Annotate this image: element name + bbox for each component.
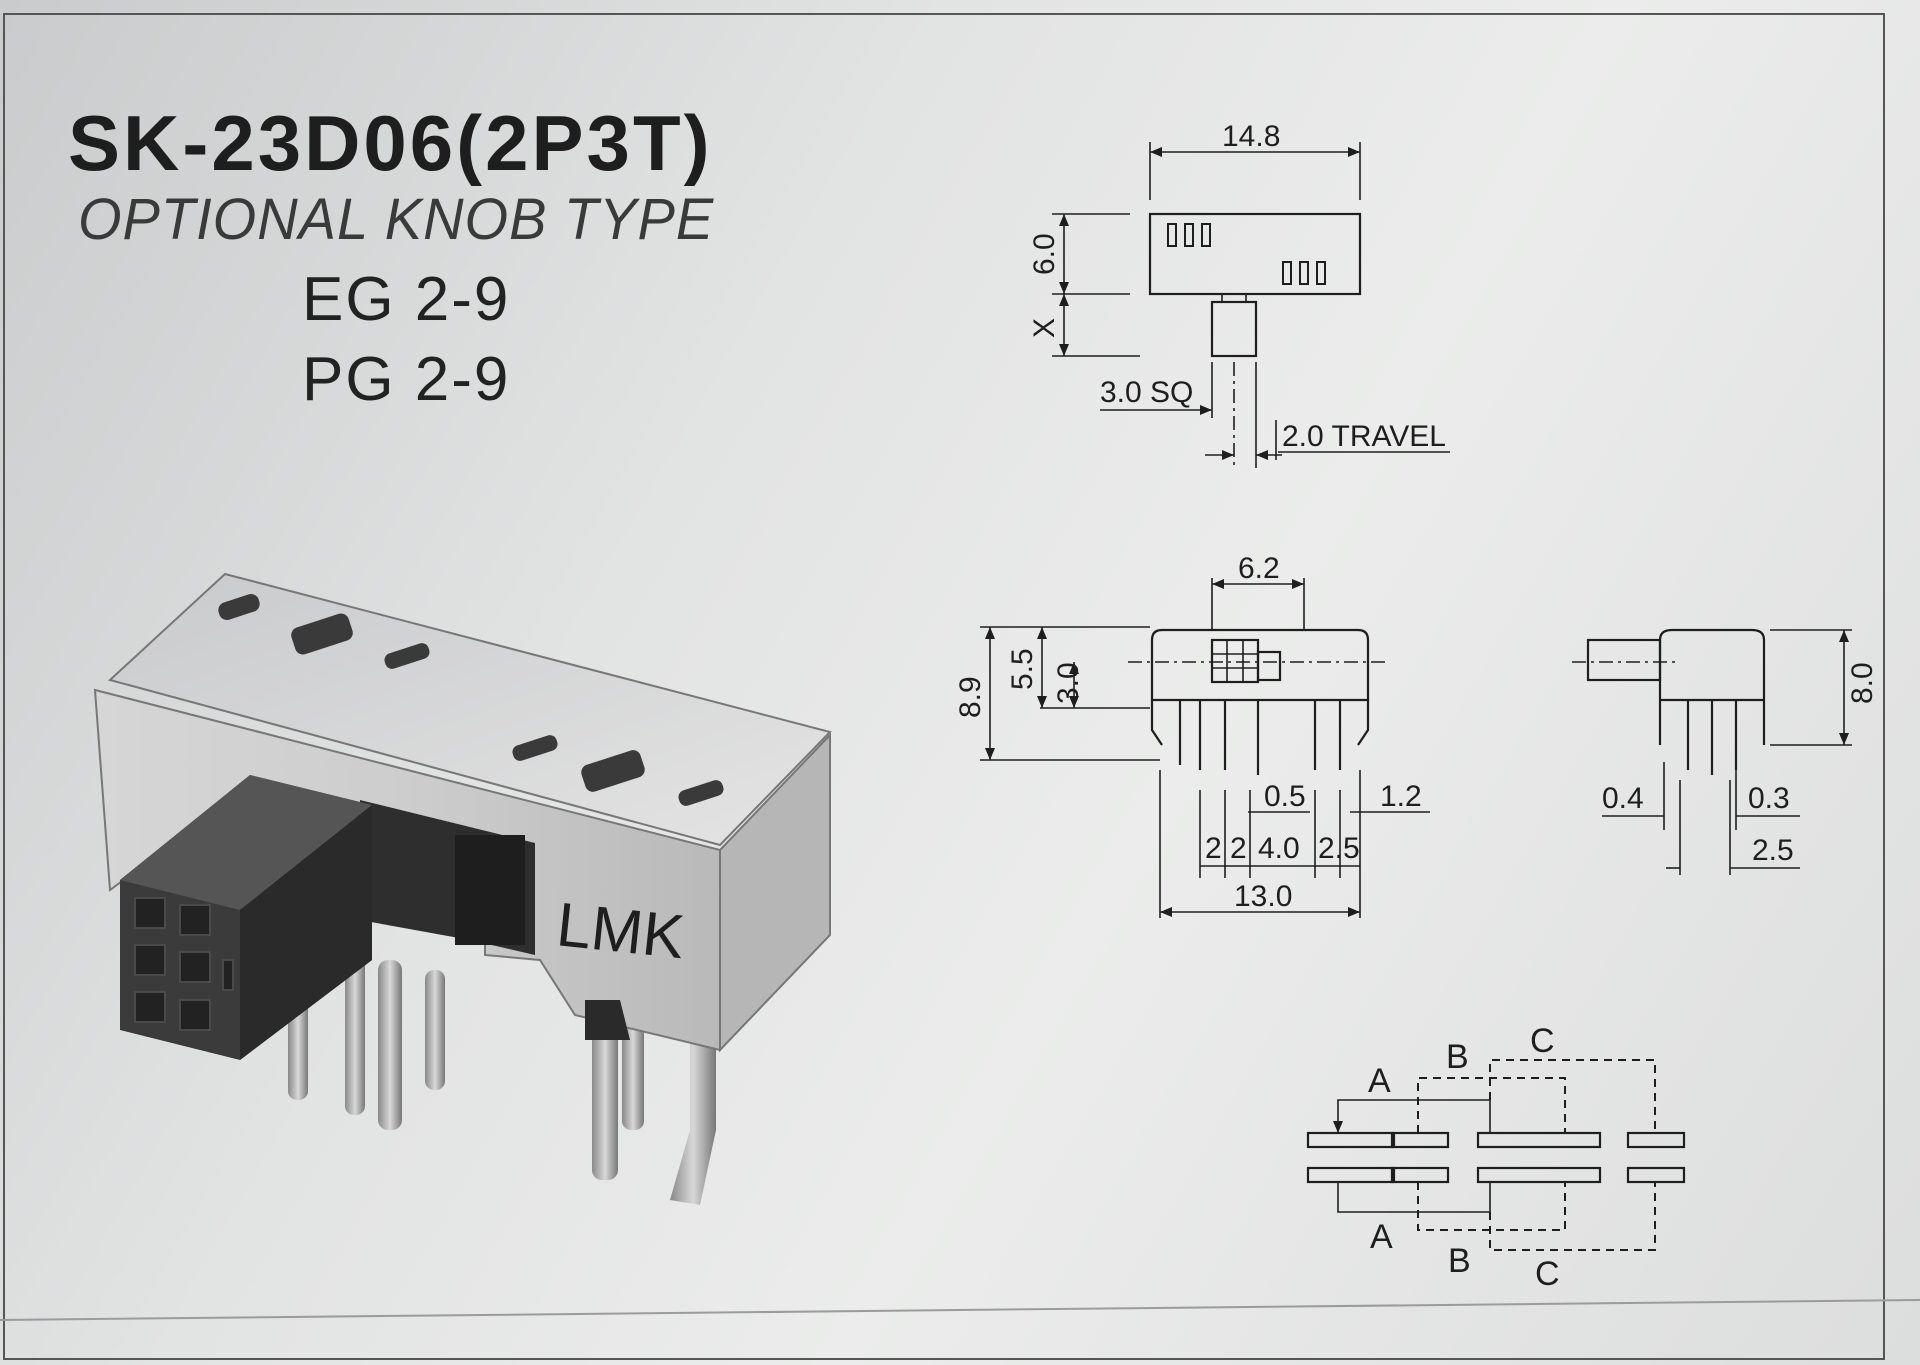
switch-knob [120,775,372,1060]
dim-pitch-d: 2.5 [1318,832,1360,865]
dim-pin-offset: 1.2 [1380,780,1422,813]
schematic-top-c: C [1530,1022,1555,1060]
dim-pitch-b: 2 [1230,832,1247,865]
schematic-top-b: B [1446,1038,1469,1076]
subtitle: OPTIONAL KNOB TYPE [78,185,715,252]
variant-pg: PG 2-9 [302,345,511,414]
switch-pins [288,930,716,1205]
schematic-bottom-c: C [1535,1255,1560,1293]
dim-pin-b: 0.3 [1748,782,1790,815]
dim-width-label: 14.8 [1222,120,1280,153]
top-view-slots [1167,223,1326,285]
brand-mark: LMK [554,890,688,972]
switch-housing-top [107,572,832,847]
dim-height-label: 6.0 [1028,233,1061,275]
dim-overall-height: 8.9 [954,676,987,718]
travel-label: 2.0 TRAVEL [1282,420,1446,453]
schematic-bottom-b: B [1448,1242,1471,1280]
schematic-top-a: A [1368,1062,1391,1100]
schematic-bottom-a: A [1370,1218,1393,1256]
dim-overall-width: 13.0 [1234,880,1292,913]
contact-bars [1306,1131,1686,1184]
dim-pin-a: 0.4 [1602,782,1644,815]
dim-pitch-c: 4.0 [1258,832,1300,865]
dim-body-height: 5.5 [1006,648,1039,690]
top-slots [218,594,724,806]
dim-knob-label: X [1028,318,1061,338]
dim-pin-pitch: 2.5 [1752,834,1794,867]
dim-pitch-a: 2 [1205,832,1222,865]
knob-size-label: 3.0 SQ [1100,376,1193,409]
front-pins [1178,700,1342,775]
dim-pin-width: 0.5 [1264,780,1306,813]
dim-side-height: 8.0 [1846,662,1879,704]
model-title: SK-23D06(2P3T) [68,99,713,187]
dim-knob-width: 6.2 [1238,552,1280,585]
variant-eg: EG 2-9 [302,265,511,334]
dim-knob-center: 3.0 [1052,662,1085,704]
